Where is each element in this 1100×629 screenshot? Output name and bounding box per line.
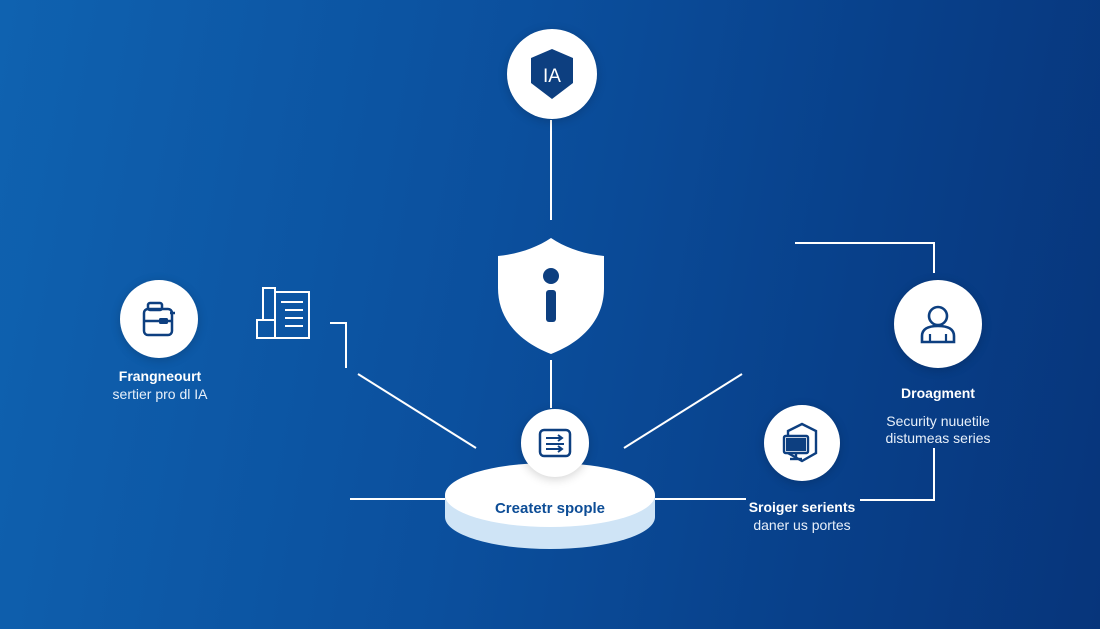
right-bottom-subtitle: daner us portes (753, 517, 851, 533)
top-ia-node[interactable]: IA (507, 29, 597, 119)
document-list-icon (256, 287, 310, 339)
ia-label: IA (543, 66, 561, 87)
central-platform (445, 463, 655, 549)
connector-right-top-bracket (795, 242, 935, 273)
security-shield-info-icon (498, 238, 604, 354)
right-user-node[interactable] (894, 280, 982, 368)
connector-left-bracket (330, 322, 347, 368)
right-top-subtitle-line1: Security nuuetile (886, 413, 990, 429)
connector-right-bottom-bracket (860, 448, 935, 501)
connector-right-diagonal (623, 373, 743, 449)
platform-document-node[interactable] (521, 409, 589, 477)
user-icon (920, 305, 956, 344)
right-monitor-node[interactable] (764, 405, 840, 481)
toolkit-icon (142, 301, 175, 337)
right-bottom-title: Sroiger serients (748, 499, 856, 515)
left-node-subtitle: sertier pro dl IA (112, 386, 208, 402)
connector-left-diagonal (357, 373, 477, 449)
ia-shield-badge-icon: IA (531, 49, 573, 99)
left-node-title: Frangneourt (118, 368, 202, 384)
right-top-title: Droagment (901, 385, 975, 401)
left-toolkit-node[interactable] (120, 280, 198, 358)
document-transfer-icon (538, 428, 572, 458)
monitor-cube-icon (782, 422, 818, 463)
right-top-subtitle-line2: distumeas series (885, 430, 991, 446)
platform-label: Createtr spople (494, 500, 606, 517)
